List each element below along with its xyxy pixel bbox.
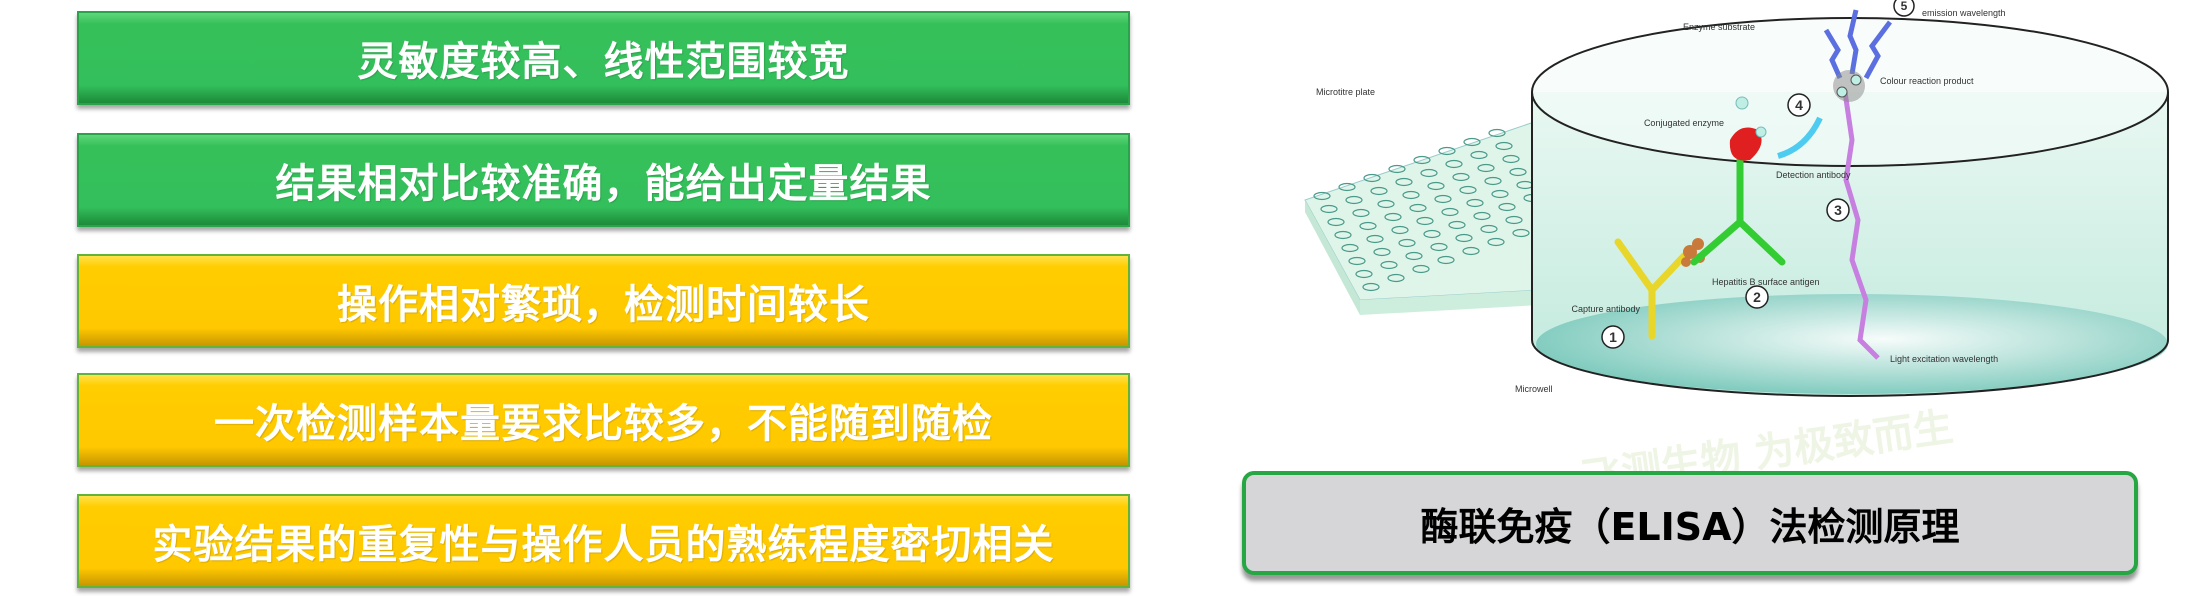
plate-well (1327, 217, 1345, 227)
plate-well (1441, 207, 1459, 217)
plate-well (1377, 199, 1395, 209)
plate-well (1445, 159, 1463, 169)
step-1: 1 (1609, 329, 1617, 345)
step-2: 2 (1753, 289, 1761, 305)
plate-well (1338, 182, 1356, 192)
plate-well (1398, 238, 1416, 248)
plate-well (1427, 181, 1445, 191)
microwell-cylinder (1531, 17, 2169, 397)
feature-bar-2: 结果相对比较准确，能给出定量结果 (77, 133, 1130, 227)
diagram-caption: 酶联免疫（ELISA）法检测原理 (1242, 471, 2138, 575)
plate-well (1366, 234, 1384, 244)
feature-bar-3: 操作相对繁琐，检测时间较长 (77, 254, 1130, 348)
plate-well (1463, 137, 1481, 147)
plate-well (1498, 202, 1516, 212)
plate-well (1313, 191, 1331, 201)
label-microwell: Microwell (1515, 384, 1553, 394)
microtitre-plate (1304, 119, 1541, 315)
plate-well (1473, 211, 1491, 221)
step-4: 4 (1795, 97, 1803, 113)
plate-well (1434, 194, 1452, 204)
plate-well (1420, 168, 1438, 178)
plate-well (1416, 216, 1434, 226)
plate-well (1455, 233, 1473, 243)
feature-text: 实验结果的重复性与操作人员的熟练程度密切相关 (152, 522, 1055, 568)
plate-well (1502, 154, 1520, 164)
plate-well (1320, 204, 1338, 214)
plate-well (1363, 173, 1381, 183)
feature-bar-1: 灵敏度较高、线性范围较宽 (77, 11, 1130, 105)
label-antigen: Hepatitis B surface antigen (1712, 277, 1820, 287)
label-excitation: Light excitation wavelength (1890, 354, 1998, 364)
plate-well (1488, 128, 1506, 138)
conjugated-enzyme (1729, 127, 1762, 161)
feature-text: 操作相对繁琐，检测时间较长 (337, 282, 870, 328)
label-capture-antibody: Capture antibody (1571, 304, 1640, 314)
plate-well (1487, 237, 1505, 247)
reaction-arrow (1777, 116, 1823, 159)
plate-well (1430, 242, 1448, 252)
plate-well (1484, 176, 1502, 186)
colour-reaction-product (1833, 70, 1865, 102)
plate-well (1437, 255, 1455, 265)
plate-well (1505, 215, 1523, 225)
plate-well (1359, 221, 1377, 231)
label-emission: emission wavelength (1922, 8, 2006, 18)
step-5: 5 (1901, 0, 1908, 13)
plate-well (1384, 212, 1402, 222)
plate-well (1452, 172, 1470, 182)
plate-well (1512, 228, 1530, 238)
plate-well (1495, 141, 1513, 151)
plate-well (1402, 190, 1420, 200)
plate-well (1348, 256, 1366, 266)
plate-well (1477, 163, 1495, 173)
enzyme-substrate (1735, 96, 1749, 110)
plate-well (1491, 189, 1509, 199)
capture-antibody (1614, 238, 1688, 340)
label-detection-antibody: Detection antibody (1776, 170, 1851, 180)
plate-well (1388, 164, 1406, 174)
feature-text: 结果相对比较准确，能给出定量结果 (275, 161, 932, 207)
label-conjugated-enzyme: Conjugated enzyme (1644, 118, 1724, 128)
plate-well (1438, 146, 1456, 156)
emission-light (1823, 9, 1892, 80)
plate-well (1352, 208, 1370, 218)
plate-well (1459, 185, 1477, 195)
plate-well (1448, 220, 1466, 230)
plate-well (1373, 247, 1391, 257)
plate-well (1355, 269, 1373, 279)
plate-well (1423, 229, 1441, 239)
label-enzyme-substrate: Enzyme substrate (1683, 22, 1755, 32)
plate-well (1509, 167, 1527, 177)
plate-well (1345, 195, 1363, 205)
plate-well (1334, 230, 1352, 240)
plate-well (1409, 203, 1427, 213)
plate-well (1405, 251, 1423, 261)
plate-well (1480, 224, 1498, 234)
plate-well (1412, 264, 1430, 274)
label-microtitre-plate: Microtitre plate (1316, 87, 1375, 97)
label-colour-product: Colour reaction product (1880, 76, 1974, 86)
plate-well (1370, 186, 1388, 196)
excitation-light (1842, 91, 1880, 360)
feature-bar-5: 实验结果的重复性与操作人员的熟练程度密切相关 (77, 494, 1130, 588)
feature-bar-4: 一次检测样本量要求比较多，不能随到随检 (77, 373, 1130, 467)
feature-text: 灵敏度较高、线性范围较宽 (357, 39, 850, 85)
plate-well (1462, 246, 1480, 256)
plate-well (1391, 225, 1409, 235)
step-markers (1601, 0, 1915, 349)
plate-well (1387, 273, 1405, 283)
plate-well (1341, 243, 1359, 253)
plate-well (1466, 198, 1484, 208)
caption-text: 酶联免疫（ELISA）法检测原理 (1420, 504, 1960, 549)
plate-well (1413, 155, 1431, 165)
plate-well (1380, 260, 1398, 270)
plate-well (1362, 282, 1380, 292)
plate-well (1470, 150, 1488, 160)
detection-antibody (1690, 154, 1786, 266)
plate-well (1395, 177, 1413, 187)
feature-text: 一次检测样本量要求比较多，不能随到随检 (214, 401, 993, 447)
step-3: 3 (1834, 202, 1842, 218)
